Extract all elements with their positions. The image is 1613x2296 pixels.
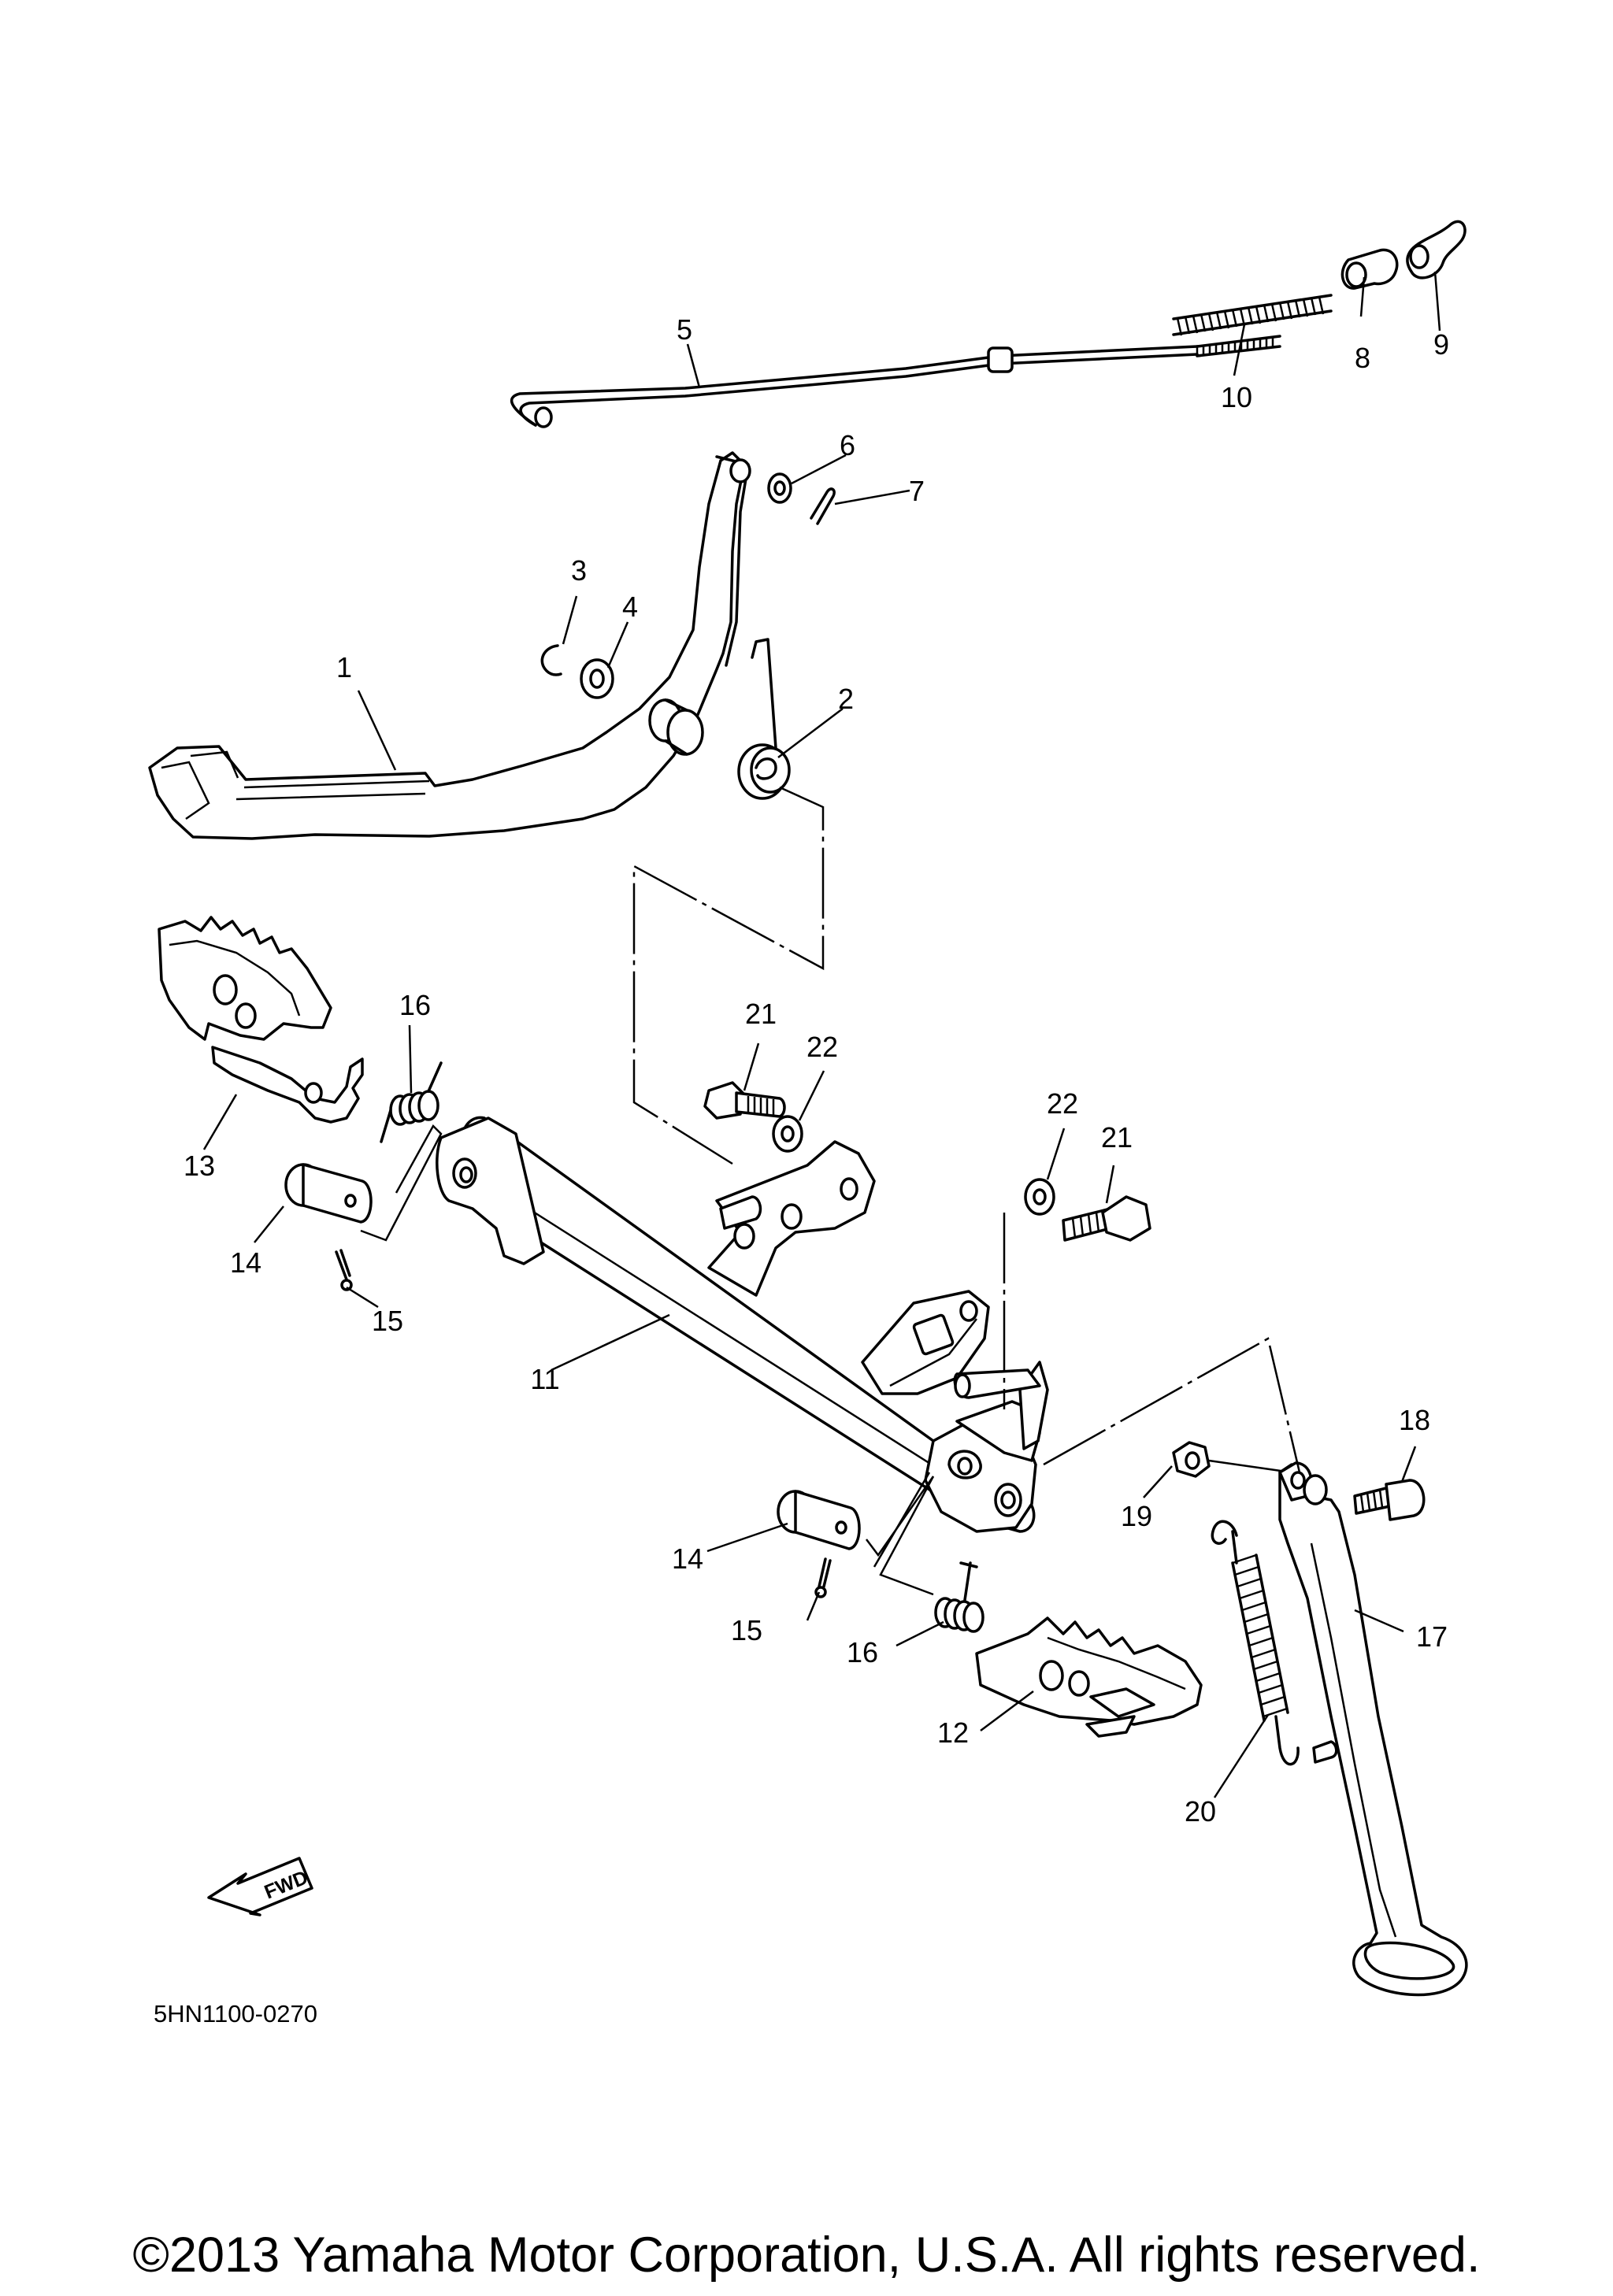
callout-13: 13 — [184, 1150, 215, 1182]
callout-16-lower: 16 — [847, 1636, 878, 1668]
callout-3: 3 — [571, 554, 587, 587]
callout-labels: 1 2 3 4 5 6 7 8 9 10 11 12 13 14 14 15 1… — [184, 313, 1449, 1828]
copyright-notice: ©2013 Yamaha Motor Corporation, U.S.A. A… — [132, 2227, 1481, 2283]
callout-11: 11 — [530, 1363, 559, 1395]
rod-joint — [1340, 248, 1399, 290]
footrest-bracket-frame — [436, 1116, 1049, 1533]
adjusting-nut — [1406, 220, 1467, 280]
callout-2: 2 — [838, 683, 854, 715]
callout-7: 7 — [909, 475, 925, 507]
cotter-pin-upper — [335, 1249, 353, 1291]
callout-19: 19 — [1121, 1500, 1152, 1532]
callout-14-lower: 14 — [672, 1542, 703, 1575]
washer-22-lower — [1024, 1178, 1055, 1216]
footrest-pin-upper — [284, 1163, 373, 1224]
forward-arrow-icon: FWD — [207, 1857, 313, 1916]
brake-rod — [510, 335, 1281, 428]
sidestand-spring — [1211, 1520, 1300, 1766]
callout-14-upper: 14 — [230, 1246, 261, 1279]
callout-21-upper: 21 — [745, 998, 777, 1030]
callout-4: 4 — [622, 591, 638, 623]
callout-10: 10 — [1221, 381, 1252, 413]
callout-6: 6 — [840, 429, 855, 461]
footrest-12 — [975, 1616, 1203, 1738]
callout-12: 12 — [937, 1716, 969, 1749]
washer — [580, 658, 614, 699]
callout-8: 8 — [1355, 342, 1370, 374]
callout-20: 20 — [1185, 1795, 1216, 1828]
diagram-code: 5HN1100-0270 — [154, 2000, 317, 2028]
footrest-spring-lower — [934, 1561, 984, 1633]
washer-22-upper — [772, 1115, 803, 1153]
rod-spring — [1172, 294, 1333, 336]
bolt-21-lower — [1062, 1195, 1151, 1242]
pedal-return-spring — [737, 638, 791, 800]
callout-9: 9 — [1433, 328, 1449, 361]
callout-1: 1 — [336, 651, 352, 683]
cotter-pin-lower — [814, 1557, 832, 1598]
leader-lines — [202, 271, 1441, 1798]
bolt-21-upper — [703, 1081, 786, 1120]
cotter-pin-7 — [810, 487, 836, 525]
callout-15-lower: 15 — [731, 1614, 762, 1646]
callout-16-upper: 16 — [399, 989, 431, 1021]
callout-5: 5 — [677, 313, 692, 346]
washer-6 — [767, 472, 792, 504]
callout-18: 18 — [1399, 1404, 1430, 1436]
callout-21-lower: 21 — [1101, 1121, 1133, 1154]
callout-15-upper: 15 — [372, 1305, 403, 1337]
pedal-pivot-boss — [648, 698, 704, 756]
footrest-spring-upper — [380, 1061, 443, 1143]
callout-17: 17 — [1416, 1620, 1448, 1653]
footrest-13 — [158, 916, 364, 1124]
sidestand — [1278, 1461, 1468, 1997]
brake-pedal — [148, 451, 751, 840]
bolt-18 — [1353, 1479, 1426, 1521]
callout-22-upper: 22 — [806, 1031, 838, 1063]
footrest-pin-lower — [777, 1490, 861, 1550]
nut-19 — [1172, 1441, 1211, 1478]
e-clip — [540, 644, 562, 676]
callout-22-lower: 22 — [1047, 1087, 1078, 1120]
